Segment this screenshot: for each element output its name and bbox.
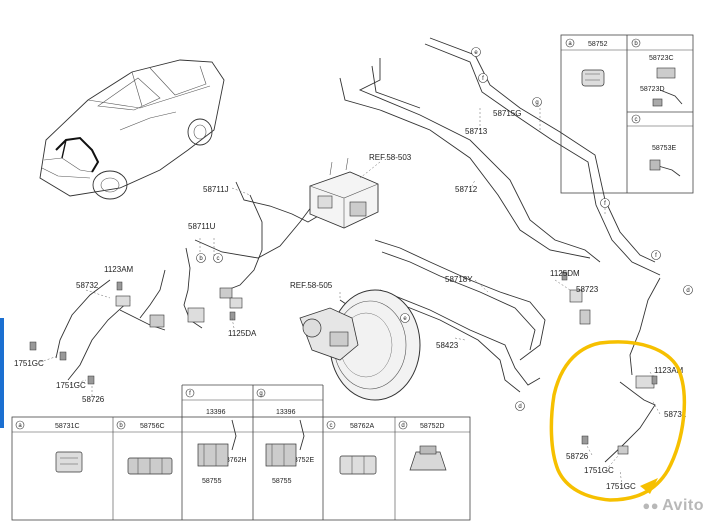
callout-f: f [482,76,484,82]
callout-c: c [217,256,220,262]
table-part-6-icon [409,445,447,471]
highlight-outline [549,340,687,502]
table-part-1-icon [55,451,83,473]
bottom-parts-table: a 58731C b 58756C f 13396 58762H 58755 g… [11,384,471,521]
inset-circle-c: c [635,117,638,123]
callout-e: e [474,50,478,56]
brake-lines [55,37,661,463]
label-58712: 58712 [455,185,478,194]
inset-label-58723c: 58723C [649,55,674,62]
highlight-arrowhead [640,478,658,494]
circle-callouts: e f g f f d e d b c [196,47,693,411]
label-58726-left: 58726 [82,395,105,404]
label-1751gc-left-a: 1751GC [14,359,44,368]
table-part-4-icon [265,419,305,467]
label-ref-58-505: REF.58-505 [290,281,333,290]
table-label-58755-b: 58755 [272,478,292,485]
label-58711u: 58711U [188,222,216,231]
clips [29,271,658,455]
inset-label-58753e: 58753E [652,145,676,152]
table-label-13396-a: 13396 [206,409,226,416]
sensor-part-icon [649,159,661,171]
avito-logo-icon: ●● [642,498,660,513]
callout-f3: f [655,253,657,259]
table-label-58756c: 58756C [140,423,165,430]
table-circle-2: b [119,423,123,429]
blue-edge-marker [0,318,4,428]
callout-e2: e [403,316,407,322]
label-1751gc-right-a: 1751GC [584,466,614,475]
table-label-13396-b: 13396 [276,409,296,416]
brake-booster [299,289,421,401]
label-58731: 58731 [664,410,687,419]
bracket-part-icon [656,67,676,79]
table-part-2-icon [127,457,173,475]
label-58713: 58713 [465,127,488,136]
table-label-58762h: 58762H [222,457,247,464]
label-ref-58-503: REF.58-503 [369,153,412,162]
table-circle-5: c [330,423,333,429]
part-labels: REF.58-503 REF.58-505 58711J 58711U 5871… [14,109,687,491]
callout-b: b [199,256,203,262]
label-58423: 58423 [436,341,459,350]
label-58711j: 58711J [203,185,229,194]
label-58723: 58723 [576,285,599,294]
table-circle-4: g [259,391,262,397]
label-1123am-left: 1123AM [104,265,134,274]
table-circle-6: d [401,423,404,429]
watermark: ●●Avito [642,497,704,515]
label-1123am-right: 1123AM [654,366,684,375]
callout-f2: f [604,201,606,207]
car-illustration [39,59,225,200]
callout-d2: d [518,404,521,410]
inset-label-58752: 58752 [588,41,608,48]
clip-part-icon [581,69,605,87]
inset-circle-a: a [568,41,572,47]
table-part-3-icon [197,419,237,467]
watermark-text: Avito [662,497,704,514]
callout-d: d [686,288,689,294]
label-58726-right: 58726 [566,452,589,461]
table-label-58731c: 58731C [55,423,80,430]
table-circle-3: f [189,391,191,397]
table-part-5-icon [339,455,377,475]
inset-right: a 58752 b 58723C 58723D c 58753E [560,34,694,194]
inset-label-58723d: 58723D [640,86,665,93]
label-58732: 58732 [76,281,99,290]
label-58715g: 58715G [493,109,521,118]
table-label-58755-a: 58755 [202,478,222,485]
table-label-58752e: 58752E [290,457,314,464]
inset-circle-b: b [634,41,638,47]
abs-module [309,157,379,229]
label-58718y: 58718Y [445,275,473,284]
table-label-58762a: 58762A [350,423,374,430]
table-circle-1: a [18,423,22,429]
label-1751gc-left-b: 1751GC [56,381,86,390]
table-label-58752d: 58752D [420,423,445,430]
label-1125da: 1125DA [228,329,257,338]
label-1751gc-right-b: 1751GC [606,482,636,491]
callout-g: g [535,100,538,106]
label-1125dm: 1125DM [550,269,580,278]
